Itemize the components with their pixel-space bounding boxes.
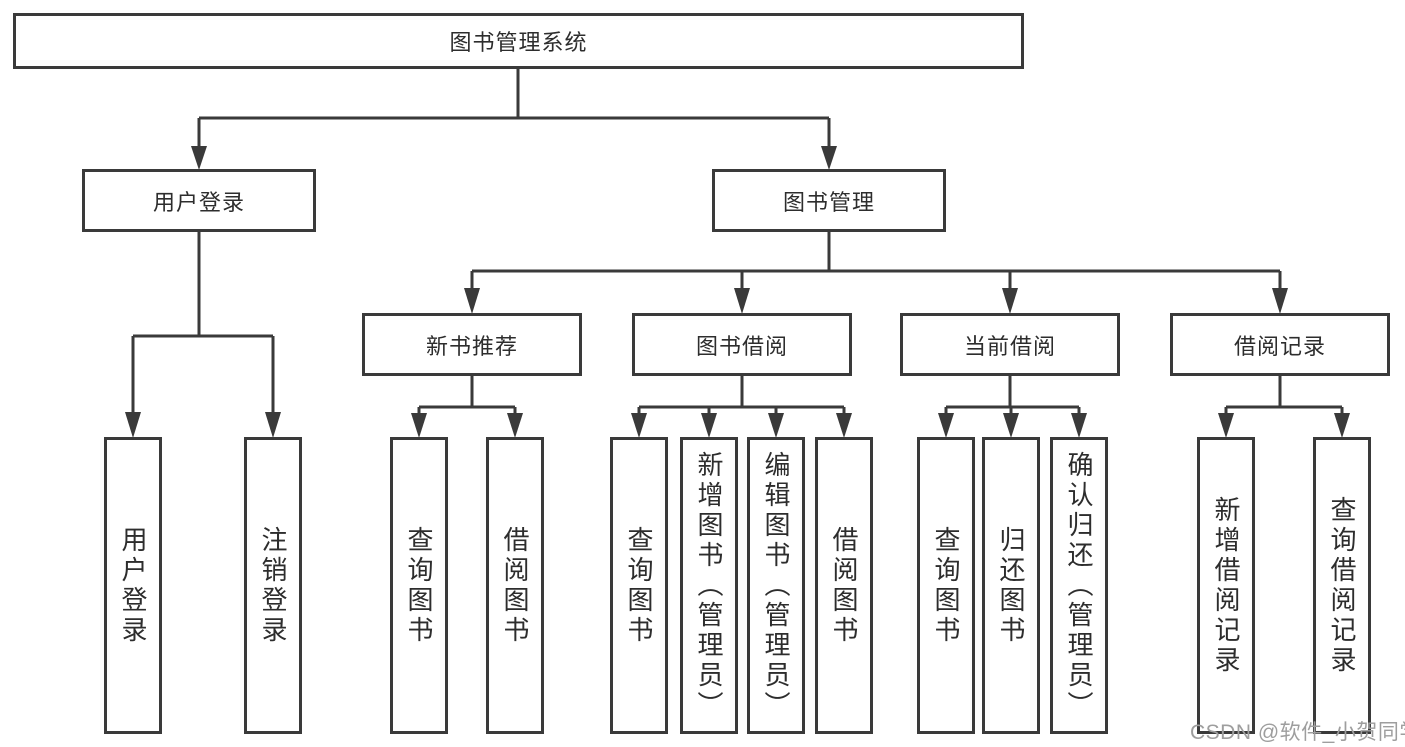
leaf-query-books: 查询图书: [917, 437, 975, 734]
leaf-query-books: 查询图书: [610, 437, 668, 734]
leaf-borrow-books-label: 借阅图书: [500, 525, 530, 646]
leaf-add-borrow-record-label: 新增借阅记录: [1211, 495, 1241, 676]
csdn-watermark: CSDN @软件_小贺同学: [1190, 721, 1405, 744]
node-user-login-label: 用户登录: [152, 189, 245, 215]
node-new-book-recommend: 新书推荐: [362, 313, 582, 376]
leaf-query-borrow-record-label: 查询借阅记录: [1327, 495, 1357, 676]
leaf-add-book-admin-label: 新增图书（管理员）: [694, 450, 724, 721]
leaf-edit-book-admin: 编辑图书（管理员）: [747, 437, 805, 734]
connector-current-borrow-children: [938, 376, 1087, 438]
leaf-logout-label: 注销登录: [258, 525, 288, 646]
connector-borrow-records-children: [1218, 376, 1350, 438]
leaf-confirm-return-admin-label: 确认归还（管理员）: [1064, 450, 1094, 721]
node-borrow-records: 借阅记录: [1170, 313, 1390, 376]
leaf-confirm-return-admin: 确认归还（管理员）: [1050, 437, 1108, 734]
leaf-borrow-books-label: 借阅图书: [829, 525, 859, 646]
leaf-user-login: 用户登录: [104, 437, 162, 734]
node-borrow-records-label: 借阅记录: [1233, 333, 1326, 359]
node-current-borrow-label: 当前借阅: [963, 333, 1056, 359]
node-book-management: 图书管理: [712, 169, 946, 232]
connector-user-login-children: [125, 232, 281, 438]
connector-new-book-recommend-children: [411, 376, 523, 438]
node-user-login: 用户登录: [82, 169, 316, 232]
leaf-borrow-books: 借阅图书: [486, 437, 544, 734]
node-new-book-recommend-label: 新书推荐: [425, 333, 518, 359]
leaf-edit-book-admin-label: 编辑图书（管理员）: [761, 450, 791, 721]
connector-book-borrow-children: [631, 376, 852, 438]
node-book-borrow: 图书借阅: [632, 313, 852, 376]
leaf-query-books: 查询图书: [390, 437, 448, 734]
leaf-user-login-label: 用户登录: [118, 525, 148, 646]
leaf-query-books-label: 查询图书: [624, 525, 654, 646]
leaf-logout: 注销登录: [244, 437, 302, 734]
node-root-system: 图书管理系统: [13, 13, 1024, 69]
leaf-query-borrow-record: 查询借阅记录: [1313, 437, 1371, 734]
leaf-add-book-admin: 新增图书（管理员）: [680, 437, 738, 734]
leaf-query-books-label: 查询图书: [931, 525, 961, 646]
node-root-label: 图书管理系统: [449, 30, 588, 55]
connector-book-management-children: [464, 232, 1288, 314]
node-book-borrow-label: 图书借阅: [695, 333, 788, 359]
leaf-query-books-label: 查询图书: [404, 525, 434, 646]
node-current-borrow: 当前借阅: [900, 313, 1120, 376]
leaf-borrow-books: 借阅图书: [815, 437, 873, 734]
leaf-add-borrow-record: 新增借阅记录: [1197, 437, 1255, 734]
leaf-return-book: 归还图书: [982, 437, 1040, 734]
connector-root-to-level2: [191, 69, 837, 170]
leaf-return-book-label: 归还图书: [996, 525, 1026, 646]
node-book-management-label: 图书管理: [782, 189, 875, 215]
